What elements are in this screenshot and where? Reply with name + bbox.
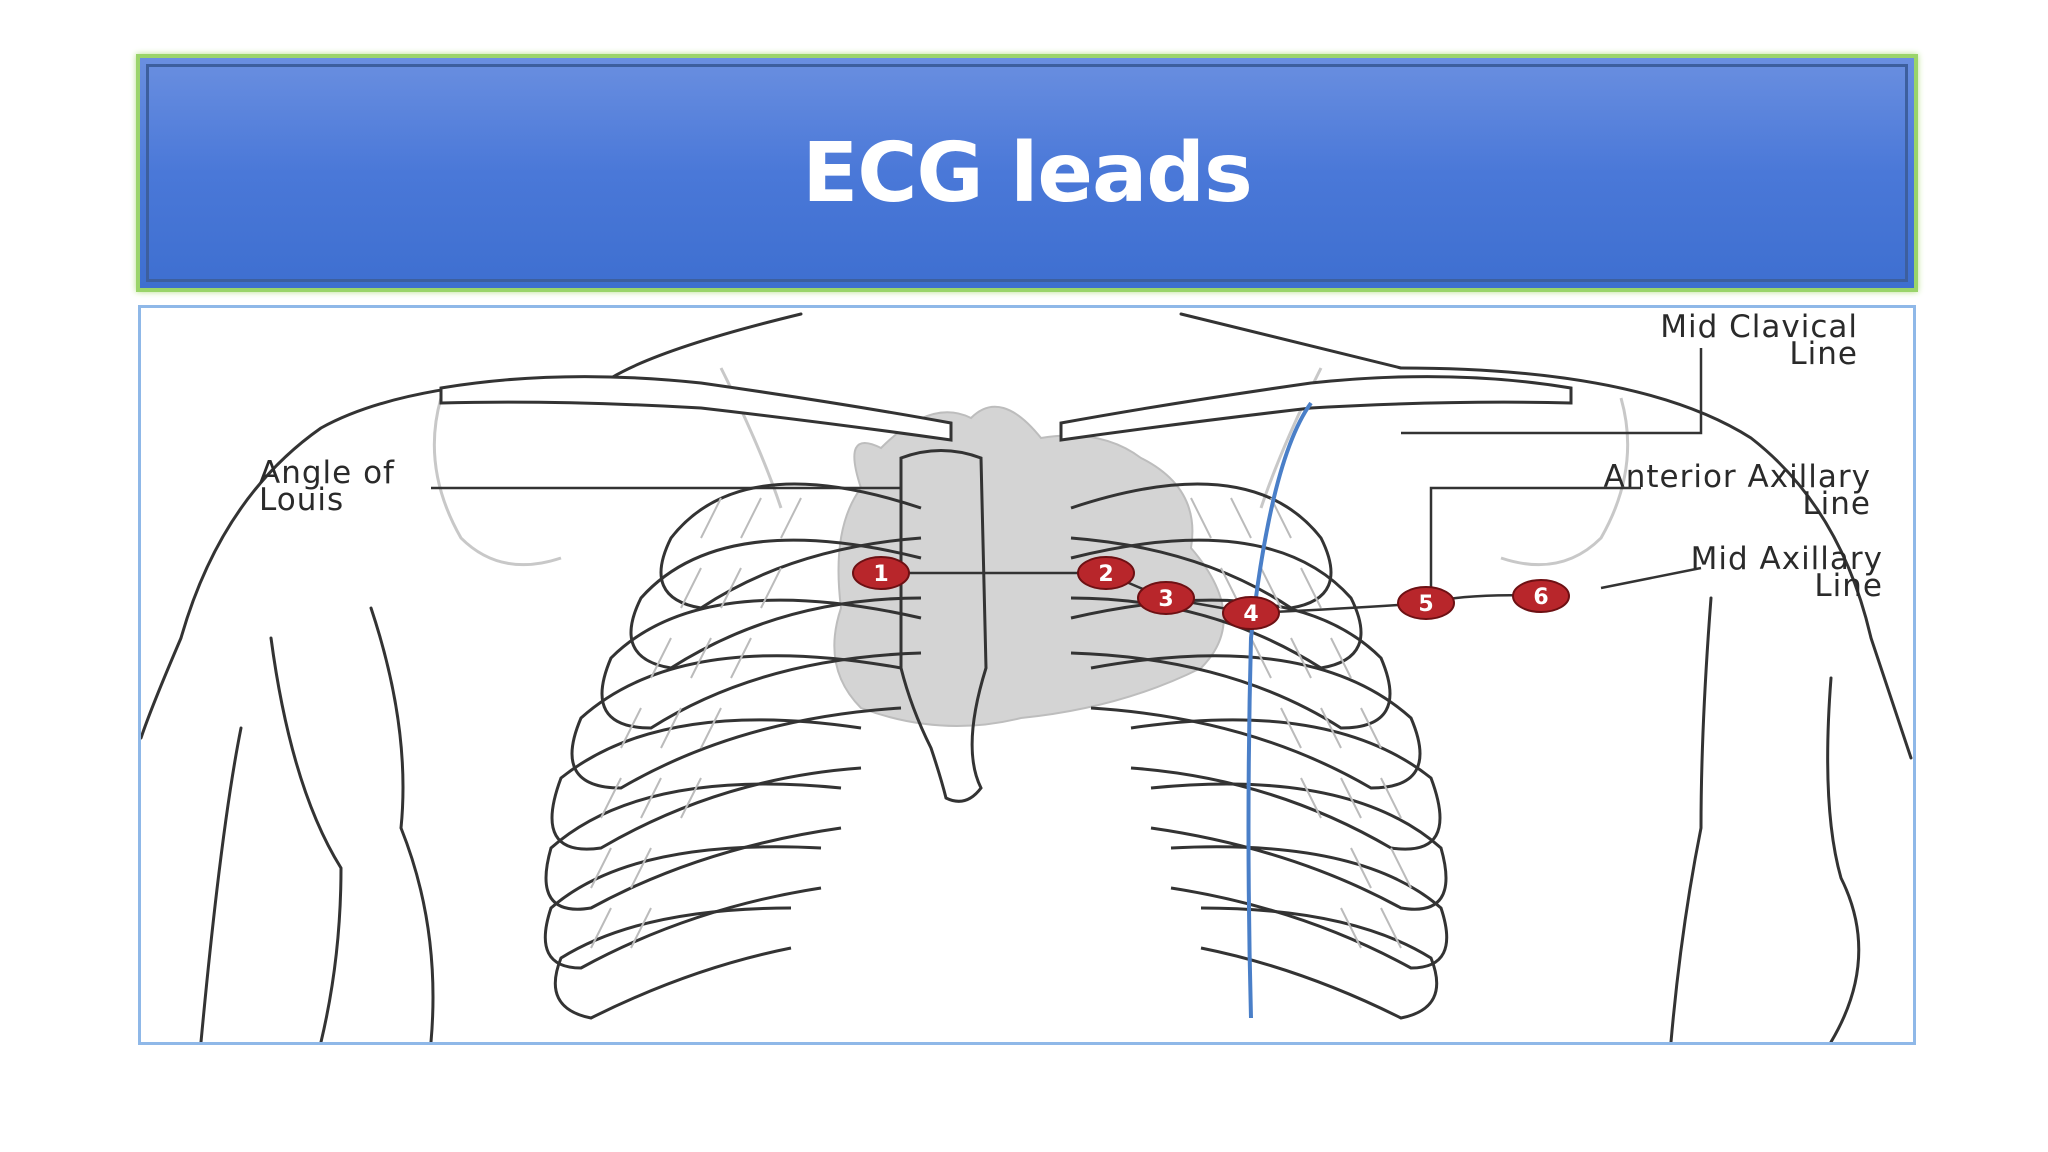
label-mid-axillary-line1: Mid Axillary [1690, 541, 1883, 577]
label-leaders [431, 348, 1703, 598]
electrode-label: 1 [873, 562, 888, 587]
label-mid-clavical-line2: Line [1789, 336, 1858, 372]
label-mid-axillary-line: Mid Axillary Line [1690, 541, 1883, 604]
chest-illustration: 1 2 3 4 5 6 [141, 312, 1913, 1042]
label-mid-axillary-line2: Line [1814, 568, 1883, 604]
electrode-1: 1 [852, 556, 910, 590]
label-anterior-axillary-line2: Line [1802, 486, 1871, 522]
heart-shape [833, 405, 1225, 727]
mid-clavicular-line [1246, 401, 1313, 1019]
electrode-label: 6 [1533, 585, 1548, 610]
electrode-4: 4 [1222, 596, 1280, 630]
electrode-2: 2 [1077, 556, 1135, 590]
label-angle-of-louis-line2: Louis [259, 482, 345, 518]
label-mid-clavical-line1: Mid Clavical [1660, 309, 1858, 345]
label-mid-clavical-line: Mid Clavical Line [1660, 309, 1858, 372]
electrode-label: 2 [1098, 562, 1113, 587]
electrode-3: 3 [1137, 581, 1195, 615]
ribs-left [543, 482, 922, 1020]
title-banner: ECG leads [136, 54, 1918, 292]
electrode-label: 3 [1158, 587, 1173, 612]
electrode-6: 6 [1512, 579, 1570, 613]
electrode-label: 4 [1243, 602, 1258, 627]
label-angle-of-louis-line1: Angle of [259, 455, 395, 491]
body-outline [141, 312, 1913, 1042]
page-title: ECG leads [802, 125, 1253, 221]
label-angle-of-louis: Angle of Louis [259, 455, 395, 518]
clavicles [439, 375, 1573, 442]
electrode-group: 1 2 3 4 5 6 [852, 556, 1570, 630]
label-anterior-axillary-line: Anterior Axillary Line [1603, 459, 1871, 522]
electrode-5: 5 [1397, 586, 1455, 620]
electrode-label: 5 [1418, 592, 1433, 617]
label-anterior-axillary-line1: Anterior Axillary [1603, 459, 1871, 495]
sternum [899, 449, 988, 803]
